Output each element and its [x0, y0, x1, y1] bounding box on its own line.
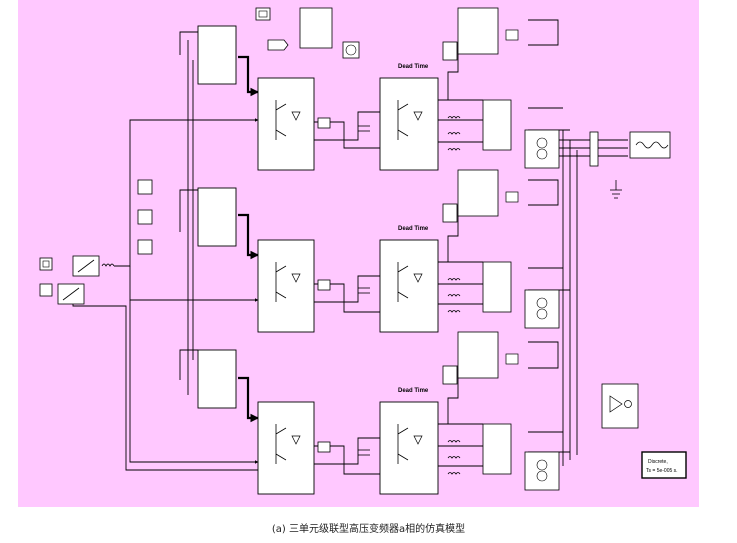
control-system-3[interactable] — [457, 331, 499, 379]
capacitor-3[interactable] — [317, 441, 370, 456]
igbt-inverter-2[interactable] — [257, 239, 315, 333]
bus-selector-2[interactable] — [482, 261, 512, 313]
breaker-block-1[interactable] — [72, 255, 100, 277]
dead-time-label-3: Dead Time — [398, 388, 429, 394]
scope-icon-1[interactable] — [505, 29, 519, 41]
dead-time-label-2: Dead Time — [398, 226, 429, 232]
pwm-generator-1[interactable] — [197, 25, 237, 85]
dead-time-label-1: Dead Time — [398, 64, 429, 70]
constant-block-2[interactable] — [137, 209, 153, 225]
fcn-block[interactable] — [299, 7, 333, 49]
output-inductors — [447, 116, 461, 475]
split-block-1[interactable] — [442, 41, 458, 61]
pwm-generator-2[interactable] — [197, 187, 237, 247]
source-block[interactable] — [39, 257, 53, 271]
signal-builder-block[interactable] — [255, 7, 271, 21]
bus-selector-1[interactable] — [482, 99, 512, 151]
igbt-inverter-3[interactable] — [257, 401, 315, 495]
scope-icon-3[interactable] — [505, 353, 519, 365]
igbt-rectifier-1[interactable] — [379, 77, 439, 171]
grid-breaker[interactable] — [589, 131, 599, 167]
inductor-block[interactable] — [101, 263, 115, 267]
simulink-canvas: Dead Time Dead Time Dead Time — [18, 0, 699, 507]
powergui-block[interactable]: Discrete, Ts = 5e-005 s. — [641, 451, 687, 479]
capacitor-2[interactable] — [317, 279, 370, 294]
figure-caption: (a) 三单元级联型高压变频器a相的仿真模型 — [271, 524, 466, 535]
constant-block-1[interactable] — [137, 179, 153, 195]
capacitor-1[interactable] — [317, 117, 370, 132]
igbt-inverter-1[interactable] — [257, 77, 315, 171]
transformer-2[interactable] — [524, 289, 560, 329]
ground-block[interactable] — [610, 180, 622, 199]
split-block-3[interactable] — [442, 365, 458, 385]
igbt-rectifier-3[interactable] — [379, 401, 439, 495]
split-block-2[interactable] — [442, 203, 458, 223]
solver-step-label: Ts = 5e-005 s. — [646, 468, 678, 474]
circuit-diagram: Dead Time Dead Time Dead Time — [39, 7, 687, 495]
constant-top[interactable] — [267, 39, 289, 51]
grid-source[interactable] — [629, 131, 671, 159]
control-system-1[interactable] — [457, 7, 499, 55]
scope-icon-2[interactable] — [505, 191, 519, 203]
multimeter-block[interactable] — [601, 383, 639, 429]
constant-block-3[interactable] — [137, 239, 153, 255]
control-system-2[interactable] — [457, 169, 499, 217]
sum-block[interactable] — [342, 41, 360, 59]
pwm-generator-3[interactable] — [197, 349, 237, 409]
transformer-3[interactable] — [524, 451, 560, 491]
transformer-1[interactable] — [524, 129, 560, 169]
bus-selector-3[interactable] — [482, 423, 512, 475]
solver-type-label: Discrete, — [648, 459, 668, 465]
wiring — [72, 19, 628, 475]
igbt-rectifier-2[interactable] — [379, 239, 439, 333]
breaker-block-2[interactable] — [39, 283, 85, 305]
